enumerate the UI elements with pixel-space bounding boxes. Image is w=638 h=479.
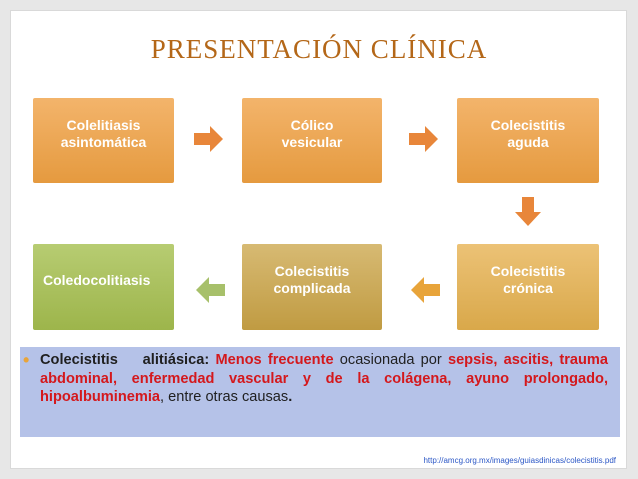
bullet-text-box: • Colecistitis alitiásica: Menos frecuen… [20,347,620,437]
bullet-marker: • [23,350,30,370]
flow-box-colecistitis-aguda: Colecistitis aguda [457,98,599,183]
arrow-right-icon [194,126,223,152]
bullet-end: . [288,389,293,405]
arrow-down-icon [515,197,541,226]
flow-box-colico-vesicular: Cólico vesicular [242,98,382,183]
arrow-right-icon [409,126,438,152]
arrow-left-icon [411,277,440,303]
bullet-term: Colecistitis alitiásica: [40,352,210,368]
flow-box-coledocolitiasis: Coledocolitiasis [33,244,174,330]
flow-box-colelitiasis: Colelitiasis asintomática [33,98,174,183]
bullet-text-ocasionada: ocasionada por [339,352,442,368]
slide-title: PRESENTACIÓN CLÍNICA [150,34,488,64]
source-link[interactable]: http://amcg.org.mx/images/guiasdinicas/c… [423,456,616,465]
arrow-left-icon [196,277,225,303]
flow-box-colecistitis-cronica: Colecistitis crónica [457,244,599,330]
bullet-text-otras-causas: , entre otras causas [160,389,289,405]
flow-box-colecistitis-complicada: Colecistitis complicada [242,244,382,330]
bullet-highlight-frequency: Menos frecuente [215,352,334,368]
bullet-highlight-causes: sepsis, ascitis, trauma abdominal, enfer… [40,352,609,405]
